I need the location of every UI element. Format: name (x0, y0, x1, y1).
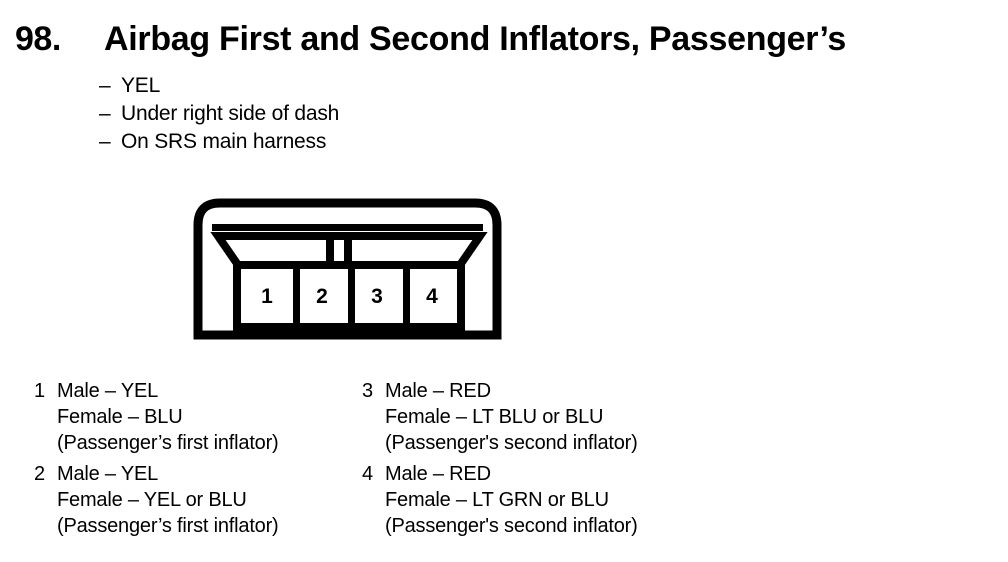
pin-legend-index: 3 (362, 380, 373, 402)
note-label: Under right side of dash (121, 102, 340, 125)
connector-pin-number-2: 2 (316, 285, 328, 308)
note-item: –YEL (99, 72, 619, 100)
note-item: –On SRS main harness (99, 128, 619, 156)
pin-legend-male-wire: Male – YEL (57, 463, 159, 485)
pin-legend-lines: Male – RED Female – LT GRN or BLU (Passe… (385, 461, 638, 539)
pin-legend-note: (Passenger's second inflator) (385, 515, 638, 537)
connector-cavity-divider (403, 265, 410, 327)
note-label: On SRS main harness (121, 130, 327, 153)
note-dash: – (99, 74, 111, 97)
pin-legend-male-wire: Male – RED (385, 463, 491, 485)
pin-legend-lines: Male – YEL Female – YEL or BLU (Passenge… (57, 461, 279, 539)
connector-right-keyway-slot (344, 232, 488, 269)
pin-legend-female-wire: Female – LT GRN or BLU (385, 489, 609, 511)
pin-legend-lines: Male – YEL Female – BLU (Passenger’s fir… (57, 378, 279, 456)
note-dash: – (99, 102, 111, 125)
pin-legend-male-wire: Male – YEL (57, 380, 159, 402)
connector-pin-number-1: 1 (261, 285, 273, 308)
pin-legend-note: (Passenger's second inflator) (385, 432, 638, 454)
page-title-text: Airbag First and Second Inflators, Passe… (104, 20, 846, 58)
pin-legend-index: 4 (362, 463, 373, 485)
connector-notes-list: –YEL –Under right side of dash –On SRS m… (99, 72, 619, 156)
connector-top-bar (212, 224, 483, 231)
connector-cavity-divider (293, 265, 300, 327)
pin-legend-note: (Passenger’s first inflator) (57, 432, 279, 454)
connector-pin-number-4: 4 (426, 285, 438, 308)
connector-illustration: 1 2 3 4 (193, 198, 502, 340)
pin-legend-female-wire: Female – BLU (57, 406, 183, 428)
page-title: 98. Airbag First and Second Inflators, P… (0, 18, 1008, 64)
pin-legend-male-wire: Male – RED (385, 380, 491, 402)
pin-legend-female-wire: Female – YEL or BLU (57, 489, 247, 511)
note-item: –Under right side of dash (99, 100, 619, 128)
connector-cavity-divider (348, 265, 355, 327)
pin-legend-index: 1 (34, 380, 45, 402)
pin-legend-female-wire: Female – LT BLU or BLU (385, 406, 604, 428)
note-label: YEL (121, 74, 161, 97)
page-title-number: 98. (15, 20, 61, 58)
pin-legend-note: (Passenger’s first inflator) (57, 515, 279, 537)
pin-legend: 1 Male – YEL Female – BLU (Passenger’s f… (0, 378, 1008, 538)
note-dash: – (99, 130, 111, 153)
pin-legend-lines: Male – RED Female – LT BLU or BLU (Passe… (385, 378, 638, 456)
connector-pin-number-3: 3 (371, 285, 383, 308)
connector-diagram: 1 2 3 4 (190, 195, 515, 345)
pin-legend-index: 2 (34, 463, 45, 485)
